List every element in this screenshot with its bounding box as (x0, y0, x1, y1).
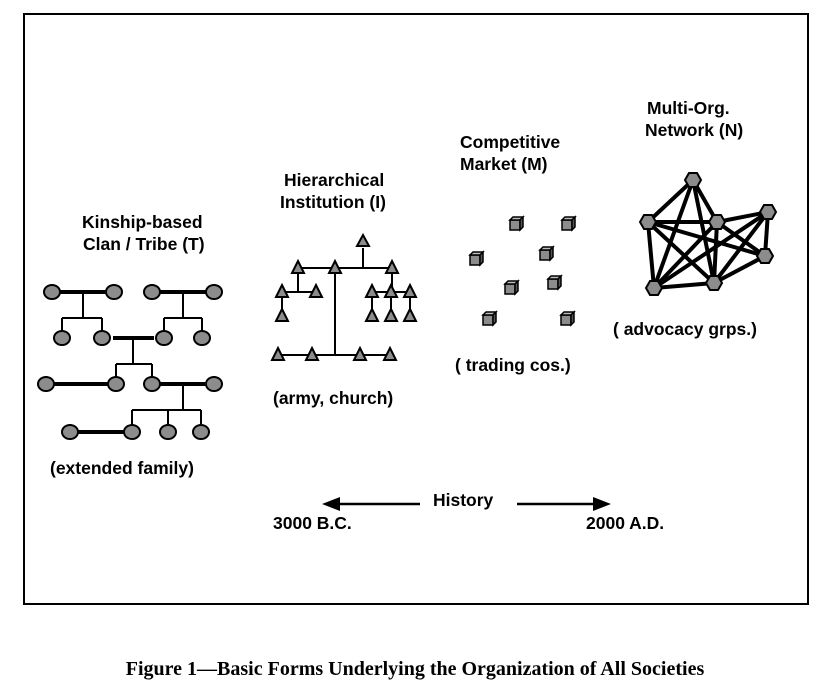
market-example: ( trading cos.) (455, 355, 571, 375)
history-timeline: History 3000 B.C. 2000 A.D. (273, 490, 664, 533)
tribe-title-line1: Kinship-based (82, 212, 203, 232)
tribe-example: (extended family) (50, 458, 194, 478)
right-arrow (517, 497, 611, 511)
network-section: Multi-Org. Network (N) (613, 98, 778, 339)
left-arrow (322, 497, 420, 511)
timeline-start: 3000 B.C. (273, 513, 352, 533)
institution-example: (army, church) (273, 388, 393, 408)
tribe-title-line2: Clan / Tribe (T) (83, 234, 205, 254)
network-graph (638, 172, 778, 296)
network-example: ( advocacy grps.) (613, 319, 757, 339)
market-firms (468, 215, 577, 327)
institution-title-line1: Hierarchical (284, 170, 384, 190)
history-label: History (433, 490, 494, 510)
figure-frame (23, 13, 809, 605)
network-title-line1: Multi-Org. (647, 98, 730, 118)
institution-title-line2: Institution (I) (280, 192, 386, 212)
network-title-line2: Network (N) (645, 120, 743, 140)
figure-caption: Figure 1—Basic Forms Underlying the Orga… (126, 658, 705, 680)
hierarchy-tree (270, 232, 418, 361)
market-title-line2: Market (M) (460, 154, 548, 174)
timeline-end: 2000 A.D. (586, 513, 664, 533)
market-title-line1: Competitive (460, 132, 560, 152)
institution-section: Hierarchical Institution (I) (270, 170, 418, 408)
tribe-section: Kinship-based Clan / Tribe (T) (37, 212, 223, 478)
market-section: Competitive Market (M) ( trading cos.) (455, 132, 577, 375)
kinship-tree (37, 284, 223, 440)
